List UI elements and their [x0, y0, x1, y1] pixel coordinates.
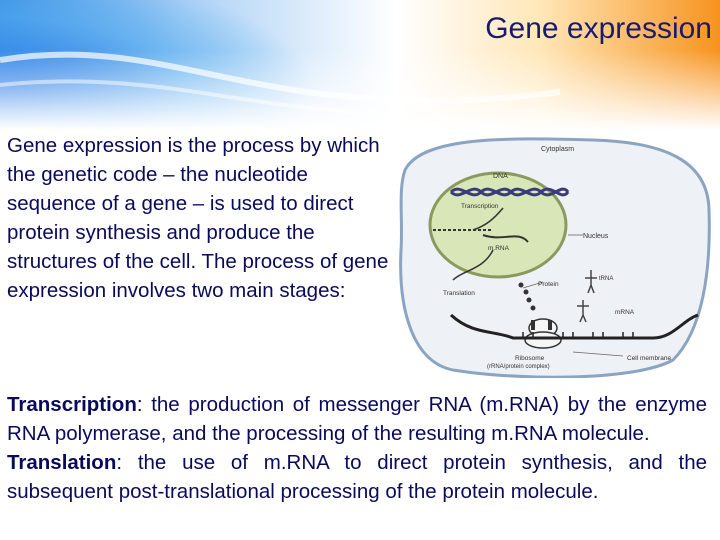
label-mrna-nucleus: m.RNA: [488, 245, 510, 252]
stage-term: Transcription: [7, 393, 137, 416]
trna-shape-2: [577, 300, 589, 323]
mrna-codon-ticks: [522, 332, 634, 338]
protein-chain: [518, 282, 536, 311]
stage-description: : the production of messenger RNA (m.RNA…: [7, 393, 707, 445]
label-cytoplasm: Cytoplasm: [541, 146, 574, 153]
stages-text: Transcription: the production of messeng…: [7, 390, 707, 506]
label-translation: Translation: [443, 290, 475, 297]
label-dna: DNA: [493, 173, 508, 180]
mrna-strand-nucleus-2: [482, 234, 529, 243]
stage-term: Translation: [7, 451, 117, 474]
gene-expression-diagram: Cytoplasm DNA Transcription m.RNA Nucleu…: [399, 137, 711, 378]
label-mrna-cytoplasm: mRNA: [615, 309, 635, 316]
nucleus-shape: [428, 171, 568, 279]
label-ribosome-detail: (rRNA/protein complex): [487, 364, 550, 370]
label-transcription: Transcription: [461, 203, 499, 210]
label-trna: tRNA: [599, 276, 613, 282]
stage-translation: Translation: the use of m.RNA to direct …: [7, 448, 707, 506]
trna-shape: [585, 270, 597, 294]
intro-paragraph: Gene expression is the process by which …: [7, 134, 389, 302]
header-banner: [0, 0, 720, 130]
label-ribosome: Ribosome: [515, 355, 545, 362]
label-protein: Protein: [538, 281, 559, 288]
ribosome-shape: [524, 318, 562, 349]
mrna-strand-cytoplasm: [449, 313, 699, 340]
slide-title: Gene expression: [485, 12, 712, 45]
stage-description: : the use of m.RNA to direct protein syn…: [7, 451, 707, 503]
dna-helix: [449, 187, 570, 197]
label-cell-membrane: Cell membrane: [627, 355, 671, 362]
label-leader-lines: [522, 234, 624, 357]
export-arrow: [452, 249, 494, 281]
transcription-arrow: [472, 207, 504, 231]
stage-transcription: Transcription: the production of messeng…: [7, 390, 707, 448]
label-nucleus: Nucleus: [583, 233, 609, 240]
